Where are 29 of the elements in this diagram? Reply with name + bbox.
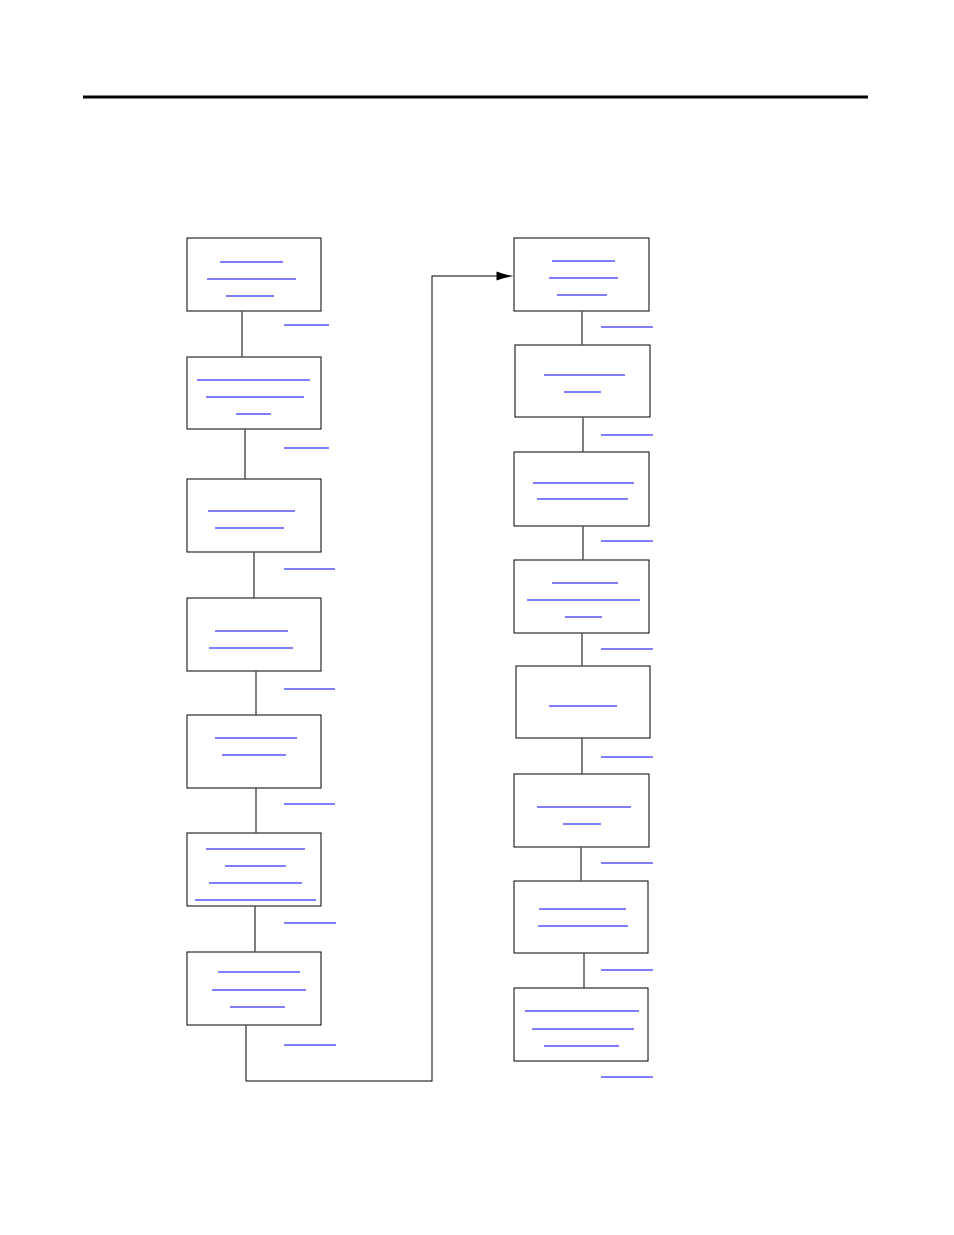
arrow xyxy=(245,271,512,1082)
process-box xyxy=(513,237,650,312)
process-box xyxy=(186,356,322,430)
process-box xyxy=(186,478,322,553)
connector-line xyxy=(581,738,583,774)
connector-line xyxy=(244,429,246,479)
process-box xyxy=(513,773,650,848)
process-box xyxy=(513,987,649,1062)
process-box xyxy=(186,714,322,789)
connector-line xyxy=(241,311,243,357)
process-box xyxy=(186,597,322,672)
connector-line xyxy=(581,311,583,345)
connector-line xyxy=(580,847,582,881)
connector-line xyxy=(255,788,257,833)
process-box xyxy=(513,451,650,527)
process-box xyxy=(513,559,650,634)
connector-line xyxy=(254,906,256,952)
connector-line xyxy=(581,633,583,666)
connector-line xyxy=(253,552,255,598)
process-box xyxy=(186,237,322,312)
process-box xyxy=(186,951,322,1026)
process-box xyxy=(186,832,322,907)
connector-line xyxy=(583,953,585,988)
connector-line xyxy=(582,526,584,560)
connector-line xyxy=(255,671,257,715)
process-box xyxy=(513,880,649,954)
connector-line xyxy=(582,417,584,452)
process-box xyxy=(515,665,651,739)
process-box xyxy=(514,344,651,418)
